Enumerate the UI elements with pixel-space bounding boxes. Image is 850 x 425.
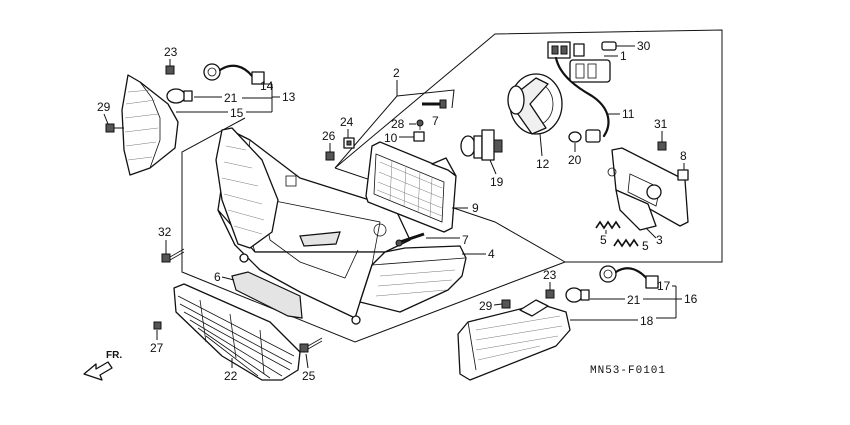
callout-11: 11: [622, 107, 635, 121]
assembly-boundary: [181, 117, 567, 343]
callout-32: 32: [158, 225, 172, 239]
callout-13: 13: [282, 90, 296, 104]
screw-27: [153, 321, 162, 330]
callout-2: 2: [393, 66, 400, 80]
callout-27: 27: [150, 341, 164, 355]
nut-10: [413, 131, 425, 142]
spring-5-lower: [613, 238, 639, 248]
callout-12: 12: [536, 157, 550, 171]
callout-25: 25: [302, 369, 316, 383]
screw-25: [299, 337, 323, 353]
callout-8: 8: [680, 149, 687, 163]
harness-wire: [554, 56, 611, 138]
callout-29-left: 29: [97, 100, 111, 114]
callout-17: 17: [657, 279, 671, 293]
fuse-clip-1: [601, 41, 617, 51]
callout-24: 24: [340, 115, 354, 129]
callout-9: 9: [472, 201, 479, 215]
callout-21-left: 21: [224, 91, 238, 105]
adjuster-screw-upper: [422, 99, 447, 109]
screw-32: [161, 248, 185, 263]
callout-16: 16: [684, 292, 698, 306]
front-direction-label: FR.: [106, 350, 122, 361]
clip-24: [343, 137, 355, 149]
callout-29-right: 29: [479, 299, 493, 313]
callout-5-upper: 5: [600, 233, 607, 247]
callout-5-lower: 5: [642, 239, 649, 253]
callout-23-right: 23: [543, 268, 557, 282]
headlight-stay: [607, 147, 689, 231]
callout-26: 26: [322, 129, 336, 143]
right-nut: [545, 289, 555, 299]
left-screw: [105, 123, 124, 133]
callout-22: 22: [224, 369, 238, 383]
callout-14: 14: [260, 79, 274, 93]
left-turn-signal-lens: [121, 74, 179, 176]
callout-6: 6: [214, 270, 221, 284]
callout-15: 15: [230, 106, 244, 120]
callout-19: 19: [490, 175, 504, 189]
screw-28: [416, 119, 424, 130]
assembly-boundary-upper: [334, 29, 723, 263]
connector-30: [547, 41, 585, 59]
headlight-unit: [365, 141, 457, 233]
spring-5-upper: [595, 220, 621, 230]
callout-4: 4: [488, 247, 495, 261]
callout-21-right: 21: [627, 293, 641, 307]
nut-26: [325, 151, 335, 161]
position-bulb-20: [568, 129, 601, 143]
right-screw: [501, 299, 511, 309]
reflector-lens-left: [215, 127, 279, 249]
front-direction-arrow: [83, 361, 113, 381]
right-bulb: [565, 287, 590, 303]
adjuster-screw-lower: [395, 232, 425, 247]
callout-7-lower: 7: [462, 233, 469, 247]
left-socket: [203, 63, 265, 85]
nut-31: [657, 141, 667, 151]
callout-7-upper: 7: [432, 114, 439, 128]
callout-23-left: 23: [164, 45, 178, 59]
dust-cover: [507, 73, 563, 135]
right-socket: [599, 265, 659, 289]
callout-31: 31: [654, 117, 668, 131]
front-grille: [173, 283, 301, 381]
callout-18: 18: [640, 314, 654, 328]
callout-30: 30: [637, 39, 651, 53]
left-bulb: [166, 88, 193, 104]
halogen-bulb: [460, 129, 503, 161]
callout-10: 10: [384, 131, 398, 145]
callout-1: 1: [620, 49, 627, 63]
right-turn-signal-lens: [457, 299, 571, 381]
left-nut: [165, 65, 175, 75]
nut-8: [677, 169, 689, 181]
callout-3: 3: [656, 233, 663, 247]
callout-28: 28: [391, 117, 405, 131]
front-garnish-strip: [231, 271, 303, 319]
headlight-lens: [359, 245, 467, 313]
callout-20: 20: [568, 153, 582, 167]
diagram-code: MN53-F0101: [590, 365, 666, 377]
